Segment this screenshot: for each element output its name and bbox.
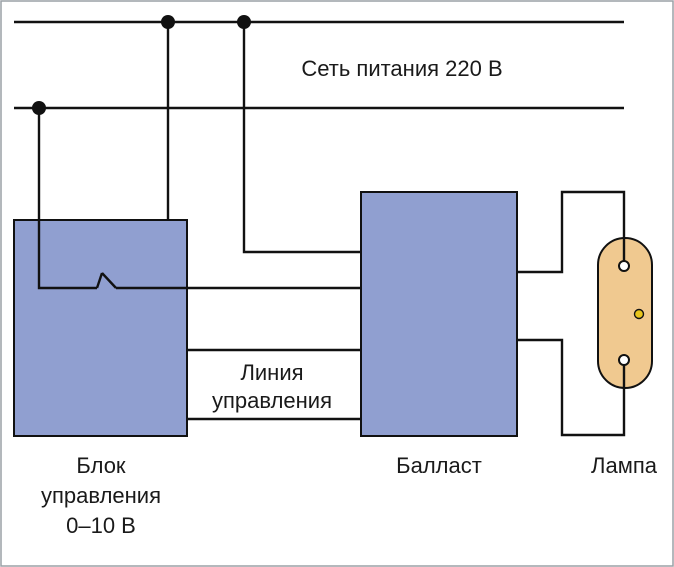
lamp-wire-top [517, 190, 626, 274]
switch-input-wire [37, 220, 97, 290]
control-line-label-1: Линия [240, 360, 303, 385]
control-unit-label-1: Блок [76, 453, 126, 478]
mains-label: Сеть питания 220 В [301, 56, 502, 81]
lamp-label: Лампа [591, 453, 658, 478]
lamp-terminal-bottom [618, 354, 630, 366]
ballast-label: Балласт [396, 453, 482, 478]
control-unit-label-2: управления [41, 483, 161, 508]
junction-dot [237, 15, 251, 29]
control-unit-label-3: 0–10 В [66, 513, 136, 538]
junction-dot [161, 15, 175, 29]
switch-blade [101, 272, 117, 289]
lamp-center-dot [633, 308, 645, 320]
lamp-wire-bottom [517, 338, 626, 437]
ballast-block [360, 191, 518, 437]
control-unit-block [13, 219, 188, 437]
switch-contact [95, 272, 104, 289]
junction-dot [32, 101, 46, 115]
lamp-terminal-top [618, 260, 630, 272]
control-line-label-2: управления [212, 388, 332, 413]
drop-wire-ballast [242, 22, 361, 254]
